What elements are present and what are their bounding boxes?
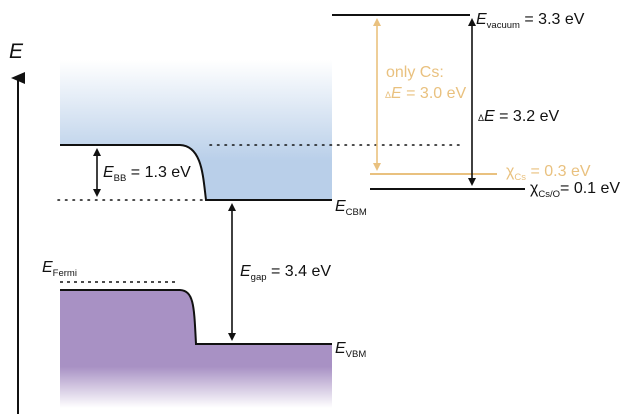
- energy-axis-label: E: [9, 40, 24, 63]
- conduction-band-fill: [60, 60, 332, 200]
- cbm-label: ECBM: [335, 198, 367, 218]
- valence-band-fill: [60, 290, 332, 408]
- cs-only-delta-label: ΔE = 3.0 eV: [385, 85, 467, 102]
- band-gap-label: Egap = 3.4 eV: [240, 263, 331, 283]
- valence-band-edge: [60, 289, 332, 345]
- cs-only-heading: only Cs:: [386, 64, 444, 81]
- cs-only-label-bg: [382, 58, 472, 104]
- chi-cs-label: χCs = 0.3 eV: [506, 163, 591, 183]
- fermi-label: EFermi: [42, 259, 77, 279]
- chi-cs-o-label: χCs/O= 0.1 eV: [530, 180, 620, 200]
- vbm-label: EVBM: [335, 340, 366, 360]
- vacuum-level-label: Evacuum = 3.3 eV: [476, 11, 585, 31]
- cs-o-delta-e-label: ΔE = 3.2 eV: [478, 108, 560, 125]
- conduction-band-edge: [60, 144, 332, 201]
- band-bending-label: EBB = 1.3 eV: [103, 164, 191, 184]
